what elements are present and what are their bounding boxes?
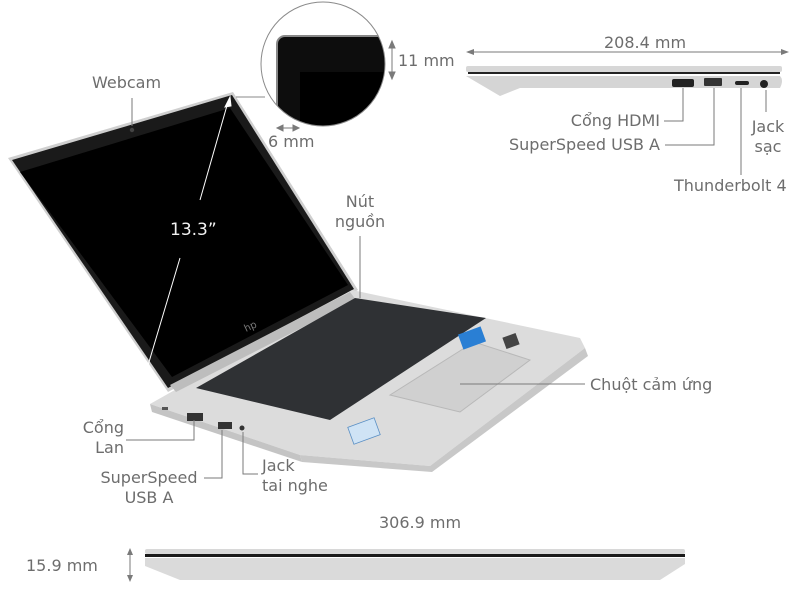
side-view — [466, 49, 789, 96]
label-webcam: Webcam — [92, 73, 162, 92]
svg-text:hp: hp — [243, 319, 259, 334]
label-bezel-side: 6 mm — [268, 132, 315, 151]
label-depth: 208.4 mm — [603, 33, 687, 52]
label-headphone-jack: Jack tai nghe — [262, 456, 328, 495]
headphone-jack-shape — [239, 425, 245, 431]
label-thickness: 15.9 mm — [26, 556, 98, 575]
touchpad-shape — [388, 341, 532, 413]
label-touchpad: Chuột cảm ứng — [590, 375, 713, 394]
label-power-button: Nút nguồn — [334, 192, 386, 231]
lan-port-shape — [187, 413, 203, 421]
label-width: 306.9 mm — [378, 513, 462, 532]
thunderbolt-port-shape — [735, 81, 749, 85]
label-lan-port: Cổng Lan — [82, 418, 124, 457]
label-screen-size: 13.3” — [170, 220, 217, 240]
hdmi-port-shape — [672, 79, 694, 87]
usb-left-shape — [218, 422, 232, 429]
label-usb-a-right: SuperSpeed USB A — [509, 135, 660, 154]
screen-diagonal-arrow — [142, 95, 232, 379]
label-bezel-top: 11 mm — [398, 51, 455, 70]
label-thunderbolt: Thunderbolt 4 — [674, 176, 787, 195]
bezel-zoom-circle — [236, 1, 386, 127]
label-usb-a-left: SuperSpeed USB A — [100, 468, 198, 507]
label-charging-jack: Jack sạc — [751, 117, 785, 156]
charging-jack-shape — [760, 80, 768, 88]
webcam-lens — [129, 127, 135, 133]
label-hdmi: Cổng HDMI — [570, 111, 660, 130]
laptop-base — [150, 290, 588, 472]
laptop-lid: hp — [8, 92, 358, 392]
front-view — [127, 548, 685, 582]
usb-right-shape — [704, 78, 722, 86]
